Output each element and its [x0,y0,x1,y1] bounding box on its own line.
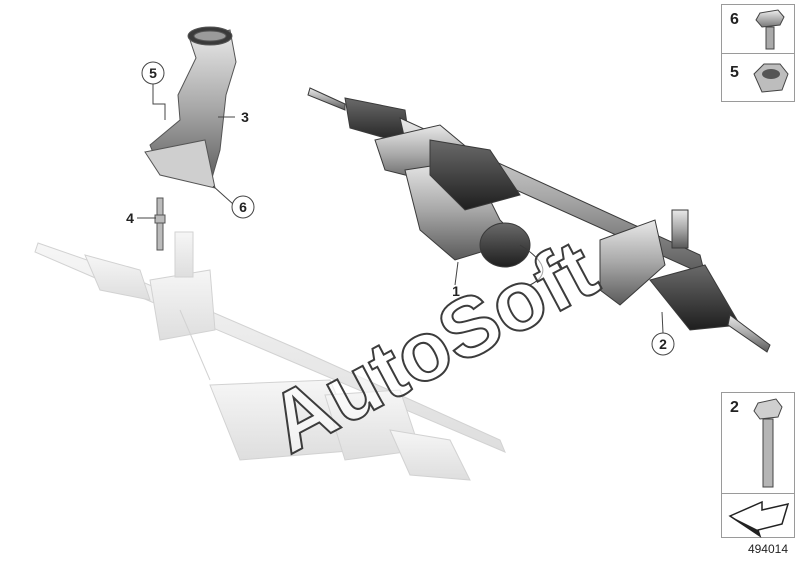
callout-leader-lines [137,84,664,334]
legend-number-5: 5 [730,64,739,81]
svg-text:AutoSoft: AutoSoft [254,221,611,470]
callout-4: 4 [126,210,134,226]
shield-sleeve-part [144,26,237,189]
legend-item-6: 6 [722,5,794,54]
diagram-id: 494014 [747,542,788,556]
callout-1: 1 [452,283,460,299]
svg-text:3: 3 [241,109,249,125]
callout-2: 2 [651,332,675,356]
svg-text:1: 1 [452,283,460,299]
hex-bolt-icon [753,398,783,488]
callout-5: 5 [141,61,165,85]
svg-text:6: 6 [239,199,247,215]
hex-nut-icon [753,63,789,93]
svg-text:4: 4 [126,210,134,226]
callout-3: 3 [241,109,249,125]
svg-text:2: 2 [659,336,667,352]
reference-arrow [722,494,794,538]
svg-text:5: 5 [149,65,157,81]
legend-box-bottom: 2 [721,392,795,538]
legend-item-2: 2 [722,393,794,494]
collar-screw-icon [755,9,785,50]
legend-item-5: 5 [722,54,794,102]
main-steering-rack [307,87,771,353]
legend-number-6: 6 [730,11,739,28]
ghost-steering-rack [34,231,506,481]
legend-box-top: 6 5 [721,4,795,102]
stud-part [154,197,166,251]
callout-6: 6 [231,195,255,219]
arrow-icon [728,500,790,538]
legend-number-2: 2 [730,399,739,416]
